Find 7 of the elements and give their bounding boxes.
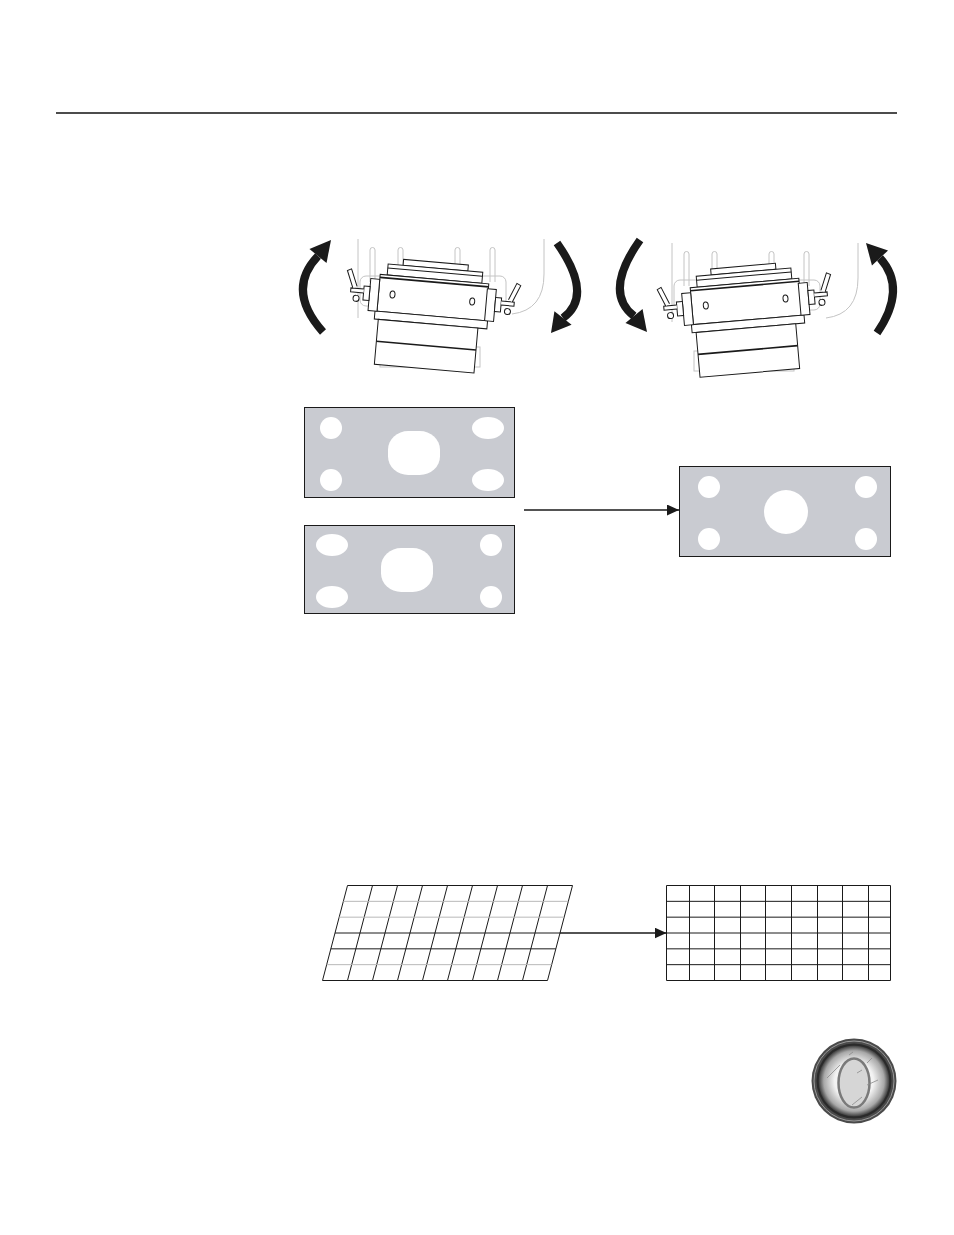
test-pattern <box>679 466 891 557</box>
arrow <box>523 504 680 516</box>
arrow <box>559 927 668 939</box>
skewed-grid-pattern <box>322 885 573 981</box>
test-pattern <box>304 407 515 498</box>
grid-pattern <box>666 885 891 981</box>
test-pattern <box>304 525 515 614</box>
